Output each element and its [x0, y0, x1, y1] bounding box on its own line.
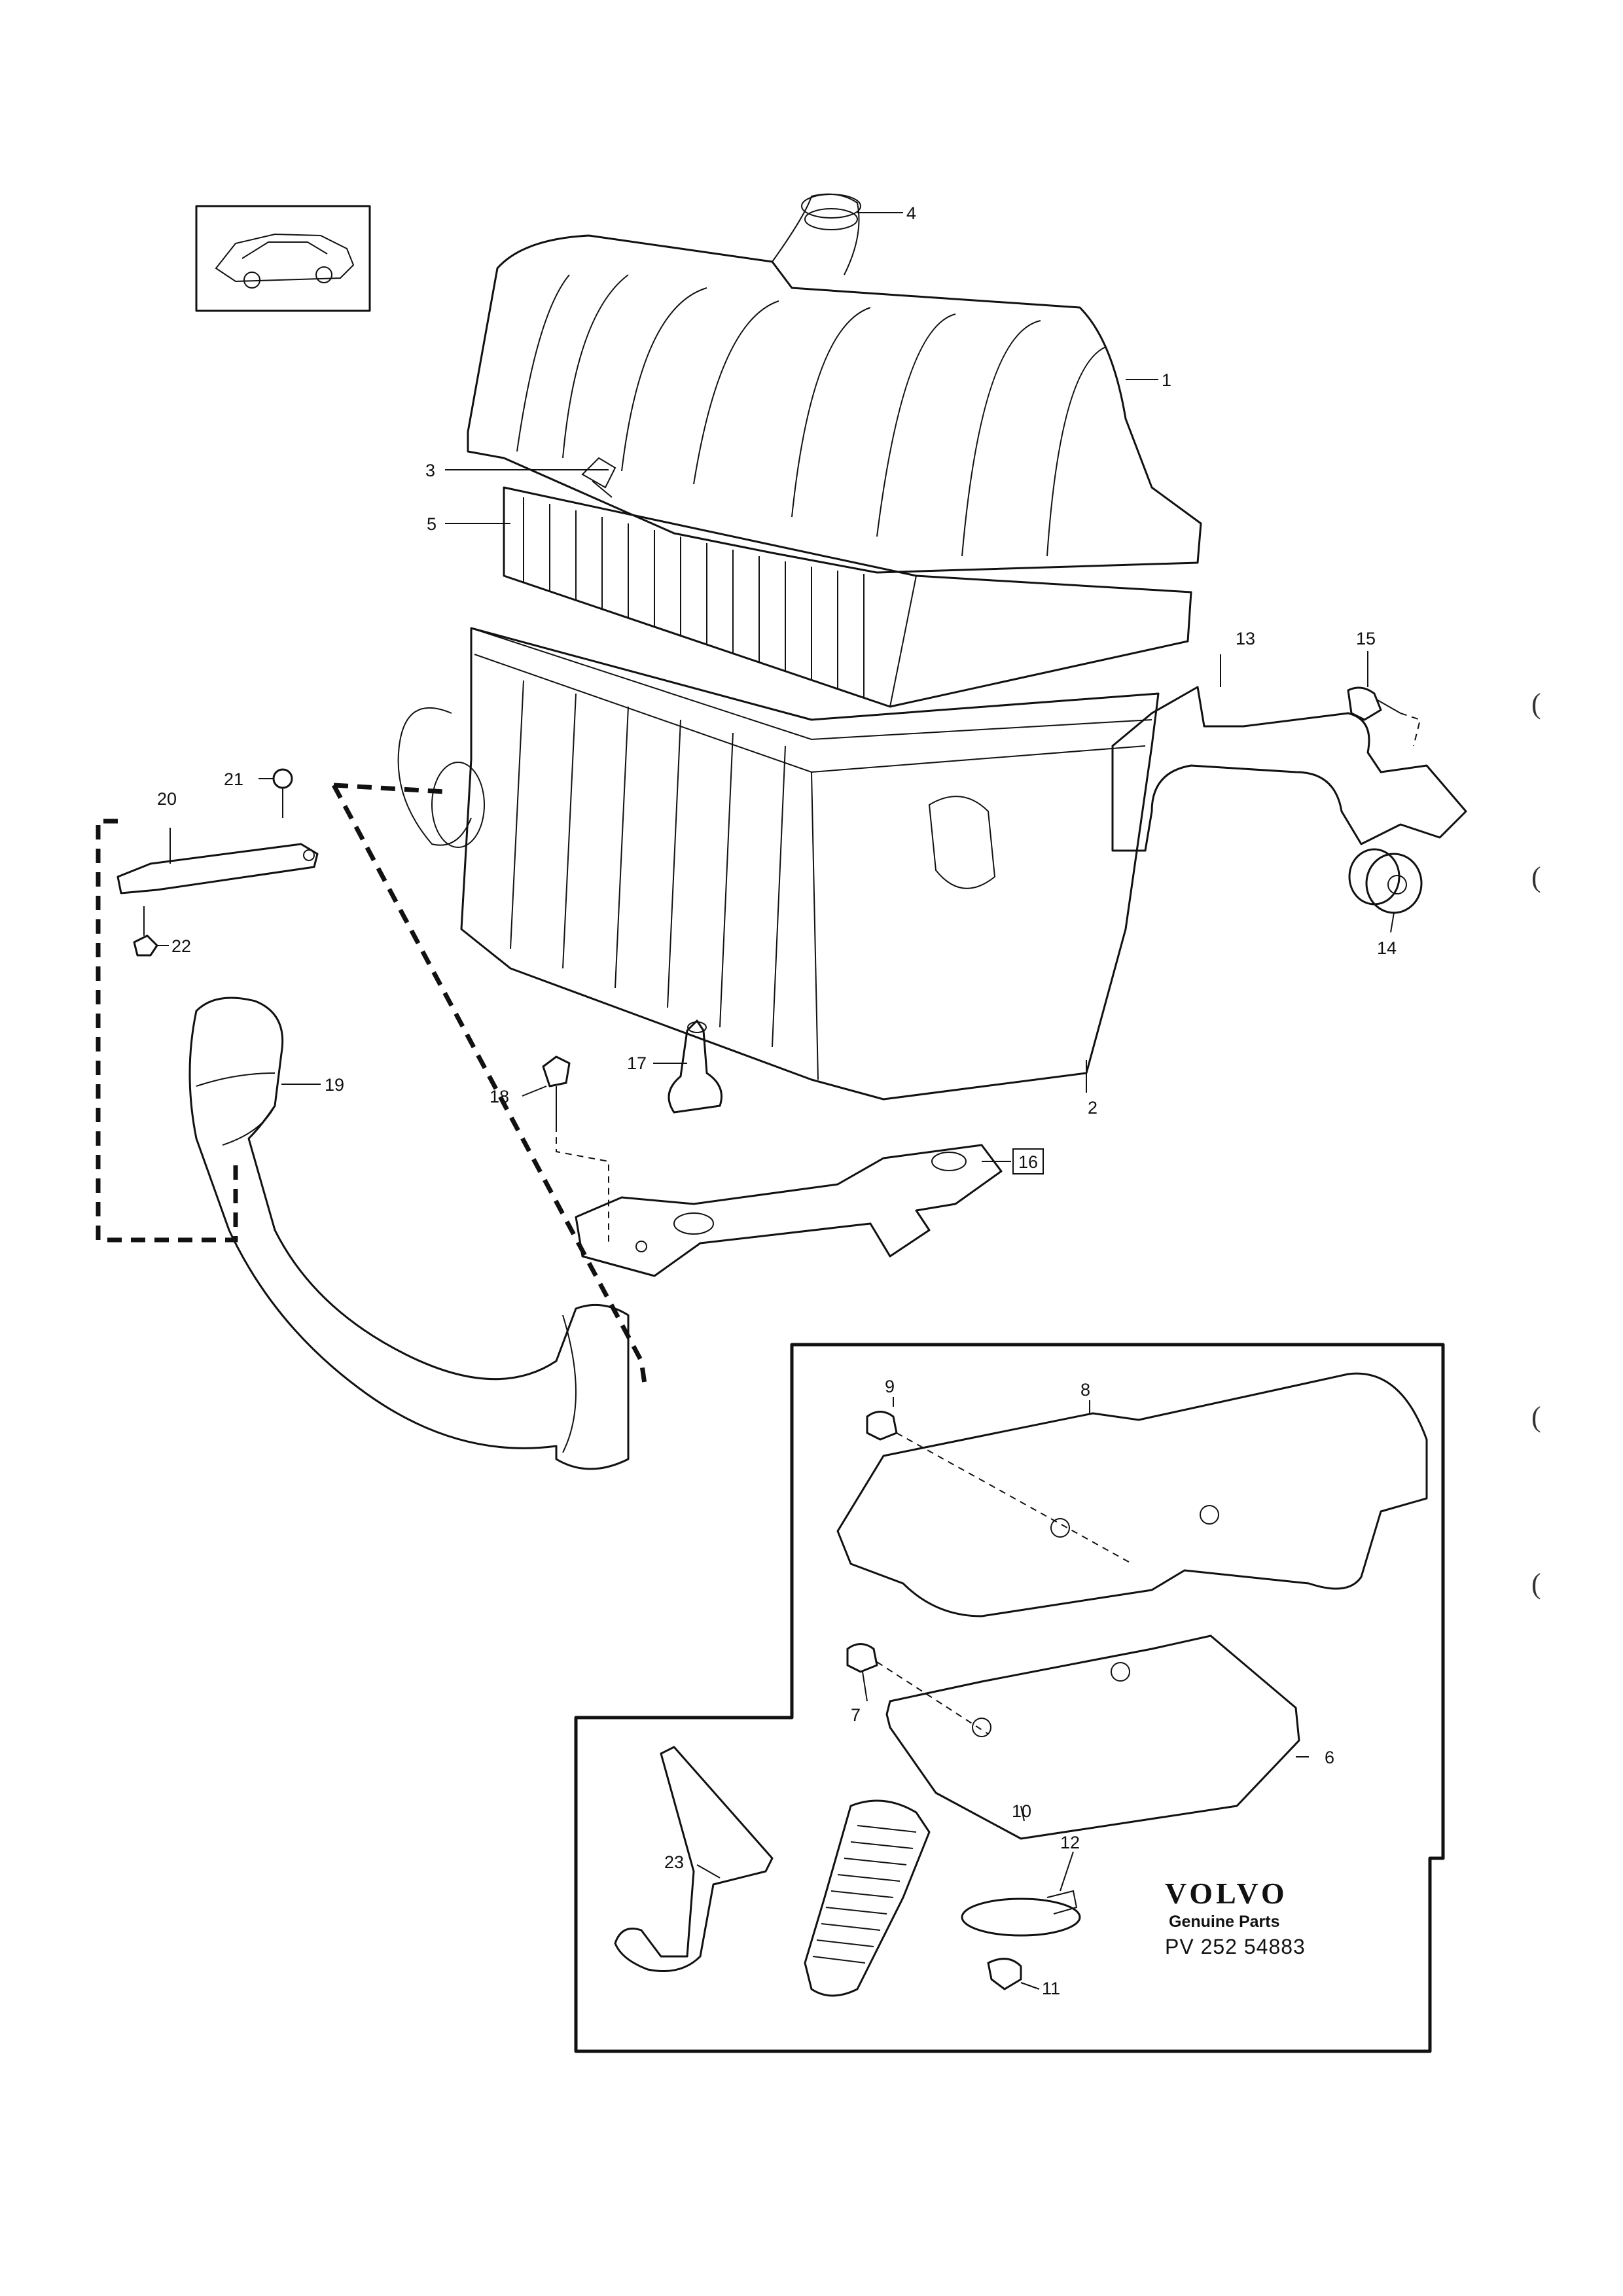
callout-18: 18 [490, 1087, 509, 1106]
part-8-cover-plate [836, 1372, 1428, 1617]
part-3-clip [581, 457, 616, 498]
callout-23: 23 [664, 1852, 684, 1872]
routing-dash-top [333, 783, 446, 794]
callout-15: 15 [1356, 629, 1376, 648]
part-18-screw [542, 1055, 609, 1243]
callout-16: 16 [1018, 1152, 1038, 1172]
callout-21: 21 [224, 769, 243, 789]
part-5-filter-element [503, 486, 1192, 708]
part-number: PV 252 54883 [1165, 1935, 1306, 1958]
binding-mark-2: ( [1531, 861, 1541, 893]
volvo-logo: VOLVO [1165, 1877, 1288, 1910]
callout-labels: 4 1 3 5 13 15 14 2 16 17 18 19 20 21 22 … [157, 203, 1397, 1998]
callout-7: 7 [851, 1705, 861, 1725]
callout-6: 6 [1325, 1748, 1334, 1767]
callout-19: 19 [325, 1075, 344, 1095]
callout-5: 5 [427, 514, 437, 534]
binding-mark-1: ( [1531, 688, 1541, 720]
callout-10: 10 [1012, 1801, 1031, 1821]
callout-9: 9 [885, 1377, 895, 1396]
callout-4: 4 [906, 203, 916, 223]
part-11-clip [987, 1958, 1022, 1990]
inset-frame [574, 1343, 1445, 2053]
callout-20: 20 [157, 789, 177, 809]
callout-16-box [1012, 1148, 1044, 1174]
brand-subtitle: Genuine Parts [1169, 1913, 1280, 1931]
part-19-intake-duct [188, 997, 630, 1470]
callout-13: 13 [1236, 629, 1255, 648]
part-22-bolt [133, 906, 158, 957]
part-14-grommet [1348, 848, 1423, 914]
part-20-bracket [116, 843, 319, 894]
callout-12: 12 [1060, 1833, 1080, 1852]
part-6-tray [885, 1634, 1300, 1840]
callout-11: 11 [1042, 1979, 1060, 1998]
part-9-nut [866, 1411, 1133, 1564]
callout-14: 14 [1377, 938, 1397, 958]
part-16-bracket [575, 1144, 1003, 1277]
part-21-bolt [272, 768, 293, 818]
part-12-hose-clamp [961, 1890, 1081, 1937]
binding-mark-4: ( [1531, 1568, 1541, 1600]
callout-3: 3 [425, 461, 435, 480]
callout-22: 22 [171, 936, 191, 956]
callout-2: 2 [1088, 1098, 1097, 1118]
part-13-bracket [1111, 686, 1467, 852]
vehicle-thumbnail [195, 205, 371, 312]
callout-17: 17 [627, 1053, 647, 1073]
part-7-nut [846, 1643, 989, 1735]
part-23-pipe [614, 1746, 774, 1972]
part-2-lower-housing [397, 627, 1160, 1101]
callout-8: 8 [1080, 1380, 1090, 1400]
binding-mark-3: ( [1531, 1401, 1541, 1433]
part-17-grommet [668, 1019, 722, 1114]
brand-block: VOLVO Genuine Parts PV 252 54883 [1165, 1877, 1335, 1960]
part-10-bellows-hose [804, 1799, 931, 1997]
routing-dash-diagonal [331, 784, 647, 1385]
part-15-screw [1347, 686, 1421, 747]
part-1-housing-cover [467, 193, 1202, 574]
callout-1: 1 [1162, 370, 1171, 390]
leader-lines [157, 212, 1395, 1990]
routing-dash-left [96, 819, 238, 1243]
